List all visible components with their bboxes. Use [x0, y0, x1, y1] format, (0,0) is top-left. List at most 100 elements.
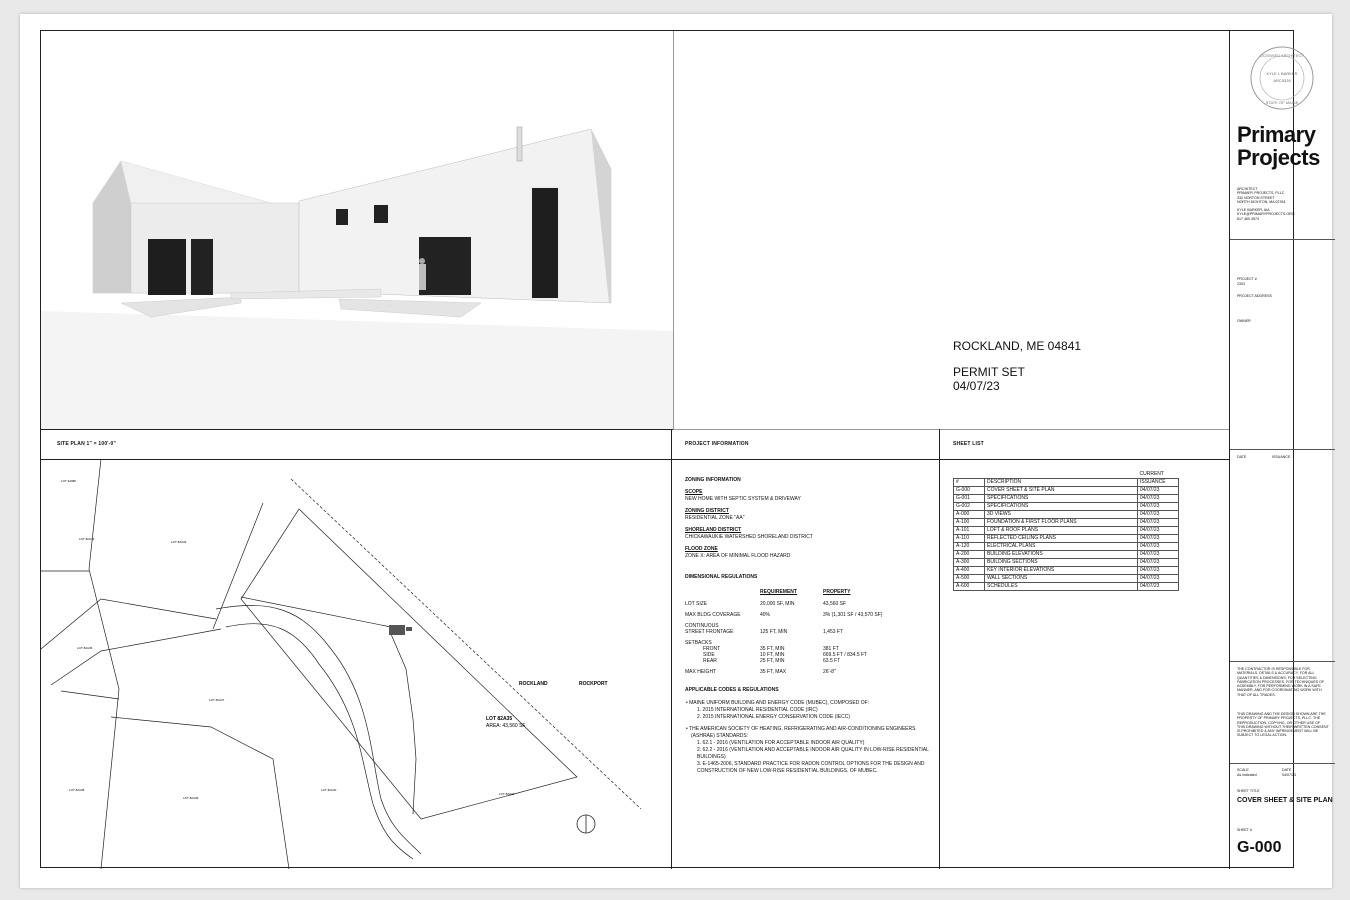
sheet-number-cell: A-000 — [953, 510, 985, 519]
dimension-row: CONTINUOUS — [685, 623, 935, 629]
sheet-number-cell: G-002 — [953, 502, 985, 511]
flood-heading: FLOOD ZONE — [685, 546, 718, 552]
sheet-border: ROCKLAND, ME 04841 PERMIT SET 04/07/23 S… — [40, 30, 1335, 869]
col-property: PROPERTY — [823, 589, 851, 595]
sheet-issuance-cell: 04/07/23 — [1137, 534, 1179, 543]
col-description: DESCRIPTION — [984, 478, 1138, 487]
sheet-issuance-cell: 04/07/23 — [1137, 510, 1179, 519]
codes-list: • MAINE UNIFORM BUILDING AND ENERGY CODE… — [685, 700, 935, 775]
sheet-description-cell: ELECTRICAL PLANS — [984, 542, 1138, 551]
sheet-description-cell: LOFT & ROOF PLANS — [984, 526, 1138, 535]
sheet-number-cell: A-101 — [953, 526, 985, 535]
sheet-number-cell: A-100 — [953, 518, 985, 527]
shoreland-heading: SHORELAND DISTRICT — [685, 527, 742, 533]
project-information: ZONING INFORMATION SCOPE NEW HOME WITH S… — [685, 471, 935, 775]
sheet-number-cell: A-400 — [953, 566, 985, 575]
dimension-key: SETBACKS — [685, 640, 712, 646]
dimension-requirement: 25 FT, MIN — [760, 658, 785, 664]
dimension-row: REAR 25 FT, MIN 63.5 FT — [685, 658, 935, 664]
sheet-title: COVER SHEET & SITE PLAN — [1237, 797, 1333, 804]
site-lot-area: AREA: 43,560 SF — [486, 723, 525, 729]
architect-line: 617 460 4574 — [1237, 216, 1259, 221]
dimension-key: REAR — [703, 658, 717, 664]
render-view — [41, 31, 674, 430]
architect-line: ARCHITECT — [1237, 187, 1258, 191]
dimension-requirement: 125 FT, MIN — [760, 629, 788, 635]
sheet-description-cell: SCHEDULES — [984, 582, 1138, 591]
sheet-description-cell: SPECIFICATIONS — [984, 502, 1138, 511]
dimension-property: 3% (1,301 SF / 43,570 SF) — [823, 612, 883, 618]
date-label: DATE — [1237, 455, 1247, 459]
site-plan: LOT 82A35 AREA: 43,560 SF ROCKLAND ROCKP… — [41, 459, 671, 869]
dimension-key: MAX BLDG COVERAGE — [685, 612, 741, 618]
zoning-heading: ZONING INFORMATION — [685, 477, 741, 483]
site-lot-tag: LOT 82A41 — [499, 792, 515, 796]
dimension-key: MAX HEIGHT — [685, 669, 717, 675]
site-lot-tag: LOT 82A38 — [69, 788, 85, 792]
sheet-number-cell: G-001 — [953, 494, 985, 503]
title-block: LICENSED ARCHITECT KYLE L BARKER ARC5339… — [1229, 31, 1335, 869]
site-lot-tag: LOT 82A39 — [183, 796, 199, 800]
seal-bottom-text: STATE OF MAINE — [1266, 100, 1299, 105]
dimension-key: CONTINUOUS — [685, 623, 719, 629]
seal-number: ARC5339 — [1273, 78, 1291, 83]
sheet-description-cell: 3D VIEWS — [984, 510, 1138, 519]
date2-label: DATE — [1282, 768, 1292, 772]
sheet-issuance-cell: 04/07/23 — [1137, 518, 1179, 527]
sheet-number-cell: A-120 — [953, 542, 985, 551]
sheet-issuance-cell: 04/07/23 — [1137, 494, 1179, 503]
dimension-property: 63.5 FT — [823, 658, 841, 664]
seal-name: KYLE L BARKER — [1267, 71, 1298, 76]
dimension-requirement: 40% — [760, 612, 771, 618]
site-lot-tag: LOT 82A40 — [321, 788, 337, 792]
dimension-key: LOT SIZE — [685, 601, 708, 607]
sheet-description-cell: FOUNDATION & FIRST FLOOR PLANS — [984, 518, 1138, 527]
dimension-property: 381 FT — [823, 646, 839, 652]
sheet-description-cell: COVER SHEET & SITE PLAN — [984, 486, 1138, 495]
sheet-issuance-cell: 04/07/23 — [1137, 574, 1179, 583]
dimension-requirement: 10 FT, MIN — [760, 652, 785, 658]
project-number: 2303 — [1237, 282, 1245, 286]
sheet-issuance-cell: 04/07/23 — [1137, 566, 1179, 575]
dimensional-heading: DIMENSIONAL REGULATIONS — [685, 574, 758, 580]
drawing-sheet: ROCKLAND, ME 04841 PERMIT SET 04/07/23 S… — [20, 14, 1335, 888]
issuance-label: ISSUANCE — [1272, 455, 1291, 459]
sheet-issuance-cell: 04/07/23 — [1137, 582, 1179, 591]
architect-line: KYLE@PRIMARYPROJECTS.ORG — [1237, 212, 1295, 217]
seal-top-text: LICENSED ARCHITECT — [1260, 53, 1304, 58]
site-lot-tag: LOT 82A37 — [209, 698, 225, 702]
divider — [1230, 449, 1335, 450]
scale-value: As indicated — [1237, 773, 1257, 777]
sheet-description-cell: SPECIFICATIONS — [984, 494, 1138, 503]
disclaimer-responsibility: THE CONTRACTOR IS RESPONSIBLE FOR MATERI… — [1237, 667, 1325, 697]
divider — [673, 429, 1229, 430]
site-lot-label: LOT 82A35 — [486, 716, 512, 722]
dimension-property: 1,453 FT — [823, 629, 844, 635]
sheet-list-title: SHEET LIST — [953, 441, 984, 447]
firm-logo: Primary Projects — [1237, 123, 1320, 169]
dimension-row: MAX BLDG COVERAGE 40% 3% (1,301 SF / 43,57… — [685, 612, 935, 618]
site-lot-tag: LOT 82A33 — [79, 537, 95, 541]
site-town-right: ROCKPORT — [579, 681, 608, 687]
site-plan-drawing: LOT 82A35 AREA: 43,560 SF ROCKLAND ROCKP… — [41, 459, 642, 869]
code-item: 2. 2015 INTERNATIONAL ENERGY CONSERVATIO… — [697, 714, 850, 720]
dimension-requirement: 35 FT, MAX — [760, 669, 787, 675]
architect-line: PRIMARY PROJECTS, PLLC — [1237, 191, 1285, 196]
sheet-issuance-cell: 04/07/23 — [1137, 486, 1179, 495]
